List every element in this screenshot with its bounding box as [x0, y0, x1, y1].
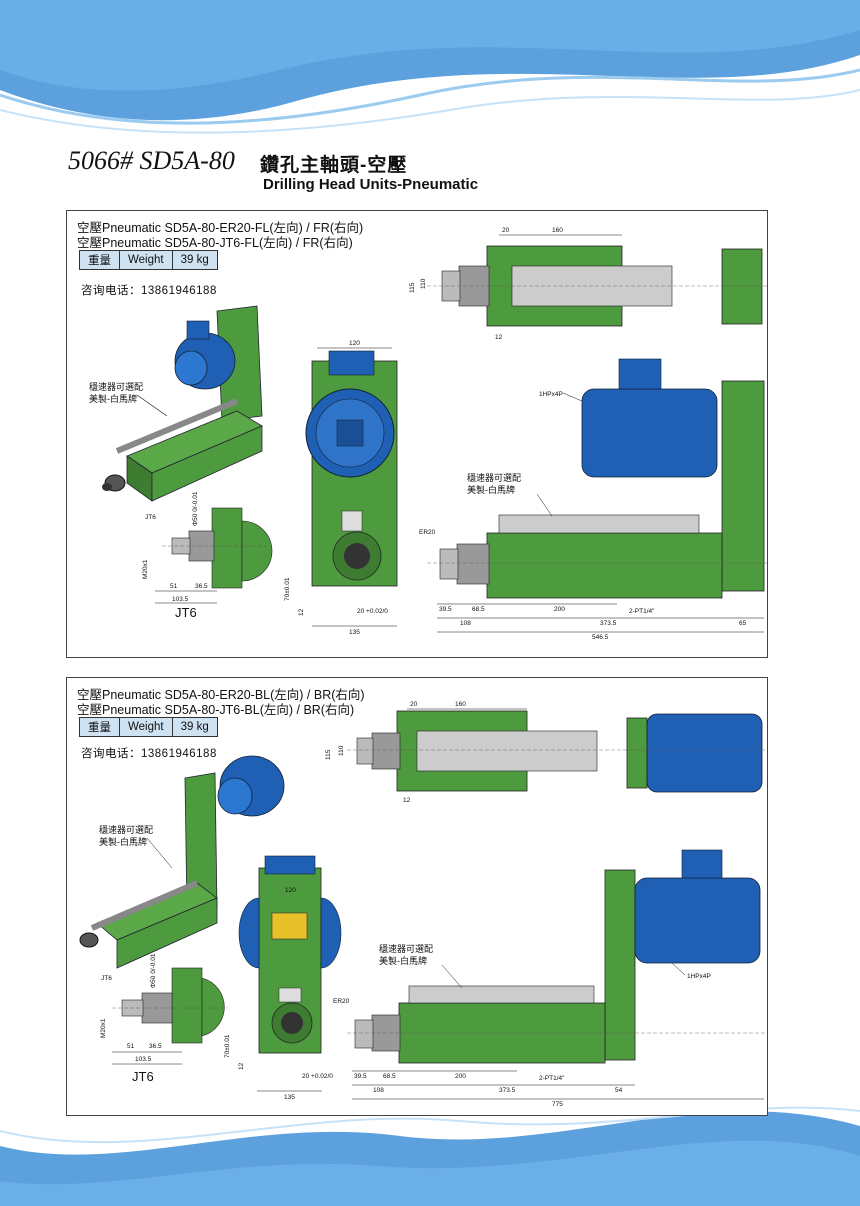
reducer-brand-callout: 美製-白馬牌: [467, 484, 515, 495]
dim-label: 20: [502, 227, 510, 234]
motor-label: 1HPx4P: [539, 391, 563, 398]
jt6-detail-view: [112, 967, 227, 1044]
dim-label: 20 +0.02/0: [302, 1073, 333, 1080]
dim-label: JT6: [101, 975, 112, 982]
footer-wave-background: [0, 1106, 860, 1206]
dim-label: 65: [739, 620, 747, 627]
model-line: 空壓Pneumatic SD5A-80-ER20-FL(左向) / FR(右向): [77, 221, 364, 235]
english-title: Drilling Head Units-Pneumatic: [263, 176, 479, 193]
panel-fl-fr: 空壓Pneumatic SD5A-80-ER20-FL(左向) / FR(右向)…: [66, 210, 768, 658]
dim-label: 108: [460, 620, 471, 627]
reducer-brand-callout: 美製-白馬牌: [379, 955, 427, 966]
model-line: 空壓Pneumatic SD5A-80-JT6-BL(左向) / BR(右向): [77, 703, 355, 717]
dim-label: 200: [554, 606, 565, 613]
model-number-title: 5066# SD5A-80: [68, 146, 235, 175]
isometric-view: [102, 305, 263, 502]
technical-drawing: 穩速器可選配 美製-白馬牌 JT6 M20x1 Φ50 0/-0.01 51 3…: [89, 227, 767, 641]
top-view: [347, 710, 767, 793]
dim-label: 70±0.01: [284, 577, 291, 601]
dim-label: 12: [403, 797, 411, 804]
dim-label: 775: [552, 1101, 563, 1108]
dim-label: 68.5: [383, 1073, 396, 1080]
dim-label: 120: [285, 887, 296, 894]
panel-bl-br: 空壓Pneumatic SD5A-80-ER20-BL(左向) / BR(右向)…: [66, 677, 768, 1116]
dim-label: 373.5: [600, 620, 617, 627]
dim-label: 200: [455, 1073, 466, 1080]
jt6-detail-view: [162, 507, 273, 589]
dim-label: M20x1: [142, 559, 149, 579]
dim-label: Φ50 0/-0.01: [150, 953, 157, 988]
dim-label: 20: [410, 701, 418, 708]
model-line: 空壓Pneumatic SD5A-80-ER20-BL(左向) / BR(右向): [77, 688, 365, 702]
dim-label: 39.5: [354, 1073, 367, 1080]
dim-label: 36.5: [149, 1043, 162, 1050]
phone-number: 咨询电话：13861946188: [81, 285, 217, 297]
side-view: [347, 849, 767, 1064]
dim-label: Φ50 0/-0.01: [192, 491, 199, 526]
model-line: 空壓Pneumatic SD5A-80-JT6-FL(左向) / FR(右向): [77, 236, 353, 250]
reducer-callout: 穩速器可選配: [379, 943, 433, 954]
weight-label-cn: 重量: [79, 250, 120, 270]
front-view: [238, 855, 342, 1054]
dim-label: 120: [349, 340, 360, 347]
dim-label: 108: [373, 1087, 384, 1094]
reducer-callout: 穩速器可選配: [99, 824, 153, 835]
weight-spec-table: 重量 Weight 39 kg: [79, 717, 218, 737]
reducer-callout: 穩速器可選配: [467, 472, 521, 483]
dim-label: 12: [238, 1062, 245, 1070]
dim-label: 115: [409, 282, 416, 293]
dim-label: M20x1: [100, 1018, 107, 1038]
side-view: [427, 358, 767, 599]
dim-label: 2-PT1/4": [629, 608, 655, 615]
phone-number: 咨询电话：13861946188: [81, 748, 217, 760]
dim-label: 36.5: [195, 583, 208, 590]
dim-label: 160: [552, 227, 563, 234]
dim-label: 39.5: [439, 606, 452, 613]
header-wave-background: [0, 0, 860, 134]
reducer-brand-callout: 美製-白馬牌: [89, 393, 137, 404]
motor-label: 1HPx4P: [687, 973, 711, 980]
dim-label: 110: [420, 278, 427, 289]
weight-label-en: Weight: [119, 717, 173, 737]
dim-label: JT6: [145, 514, 156, 521]
weight-value: 39 kg: [171, 717, 218, 737]
isometric-view: [79, 755, 285, 969]
dim-label: 70±0.01: [224, 1034, 231, 1058]
dim-label: 12: [495, 334, 503, 341]
chinese-title: 鑽孔主軸頭-空壓: [260, 155, 408, 176]
dim-label: 135: [284, 1094, 295, 1101]
dim-label: 135: [349, 629, 360, 636]
dim-label: 110: [338, 745, 345, 756]
weight-label-en: Weight: [119, 250, 173, 270]
top-view: [427, 245, 767, 327]
technical-drawing: 穩速器可選配 美製-白馬牌 JT6 M20x1 Φ50 0/-0.01 51 3…: [79, 701, 767, 1108]
jt6-caption: JT6: [175, 605, 197, 620]
dim-label: 160: [455, 701, 466, 708]
dim-label: 51: [170, 583, 178, 590]
dim-label: 20 +0.02/0: [357, 608, 388, 615]
reducer-callout: 穩速器可選配: [89, 381, 143, 392]
dim-label: 103.5: [172, 596, 189, 603]
dim-label: 373.5: [499, 1087, 516, 1094]
er20-label: ER20: [333, 998, 350, 1005]
dim-label: 54: [615, 1087, 623, 1094]
weight-value: 39 kg: [171, 250, 218, 270]
reducer-brand-callout: 美製-白馬牌: [99, 836, 147, 847]
jt6-caption: JT6: [132, 1069, 154, 1084]
er20-label: ER20: [419, 529, 436, 536]
front-view: [305, 350, 398, 587]
dim-label: 68.5: [472, 606, 485, 613]
dim-label: 115: [325, 749, 332, 760]
dim-label: 51: [127, 1043, 135, 1050]
weight-label-cn: 重量: [79, 717, 120, 737]
dim-label: 103.5: [135, 1056, 152, 1063]
dim-label: 12: [298, 608, 305, 616]
dim-label: 546.5: [592, 634, 609, 641]
weight-spec-table: 重量 Weight 39 kg: [79, 250, 218, 270]
dim-label: 2-PT1/4": [539, 1075, 565, 1082]
